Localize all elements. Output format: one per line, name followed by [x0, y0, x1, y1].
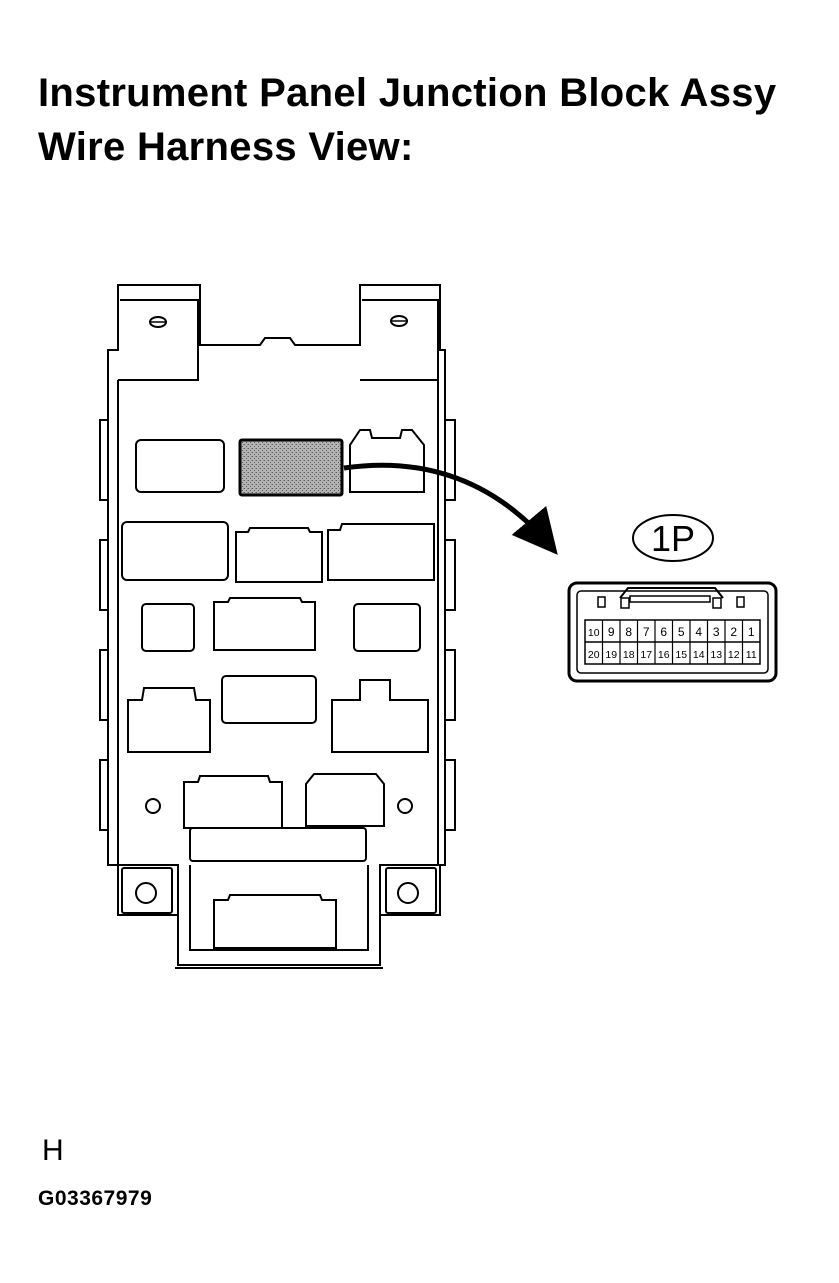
pin-number: 14 — [693, 649, 705, 661]
pin-number: 7 — [643, 625, 650, 639]
pin-number: 16 — [658, 649, 670, 661]
pin-number: 17 — [640, 649, 652, 661]
connector-id: 1P — [651, 518, 695, 559]
figure-code: G03367979 — [38, 1187, 153, 1210]
pin-number: 12 — [728, 649, 740, 661]
pin-number: 15 — [675, 649, 687, 661]
connector-sockets — [121, 429, 435, 949]
title-line-1: Instrument Panel Junction Block Assy — [38, 71, 777, 115]
highlighted-connector-1p — [238, 438, 344, 497]
pin-number: 19 — [605, 649, 617, 661]
pin-number: 9 — [608, 625, 615, 639]
connector-label: 1P — [632, 514, 714, 562]
pin-number: 5 — [678, 625, 685, 639]
pin-number: 2 — [730, 625, 737, 639]
pin-number: 11 — [746, 649, 757, 661]
view-letter: H — [42, 1134, 64, 1167]
pin-number: 8 — [625, 625, 632, 639]
pin-number: 10 — [588, 627, 600, 639]
diagram-title: Instrument Panel Junction Block Assy Wir… — [38, 66, 776, 174]
pin-number: 18 — [623, 649, 635, 661]
junction-block-body — [99, 284, 456, 969]
pin-number: 6 — [660, 625, 667, 639]
pin-number: 13 — [710, 649, 722, 661]
pin-number: 1 — [748, 625, 755, 639]
pin-number: 4 — [695, 625, 702, 639]
pin-number: 20 — [588, 649, 600, 661]
mounting-holes — [135, 315, 419, 904]
callout-arrow — [343, 462, 558, 555]
title-line-2: Wire Harness View: — [38, 125, 414, 169]
pin-number: 3 — [713, 625, 720, 639]
